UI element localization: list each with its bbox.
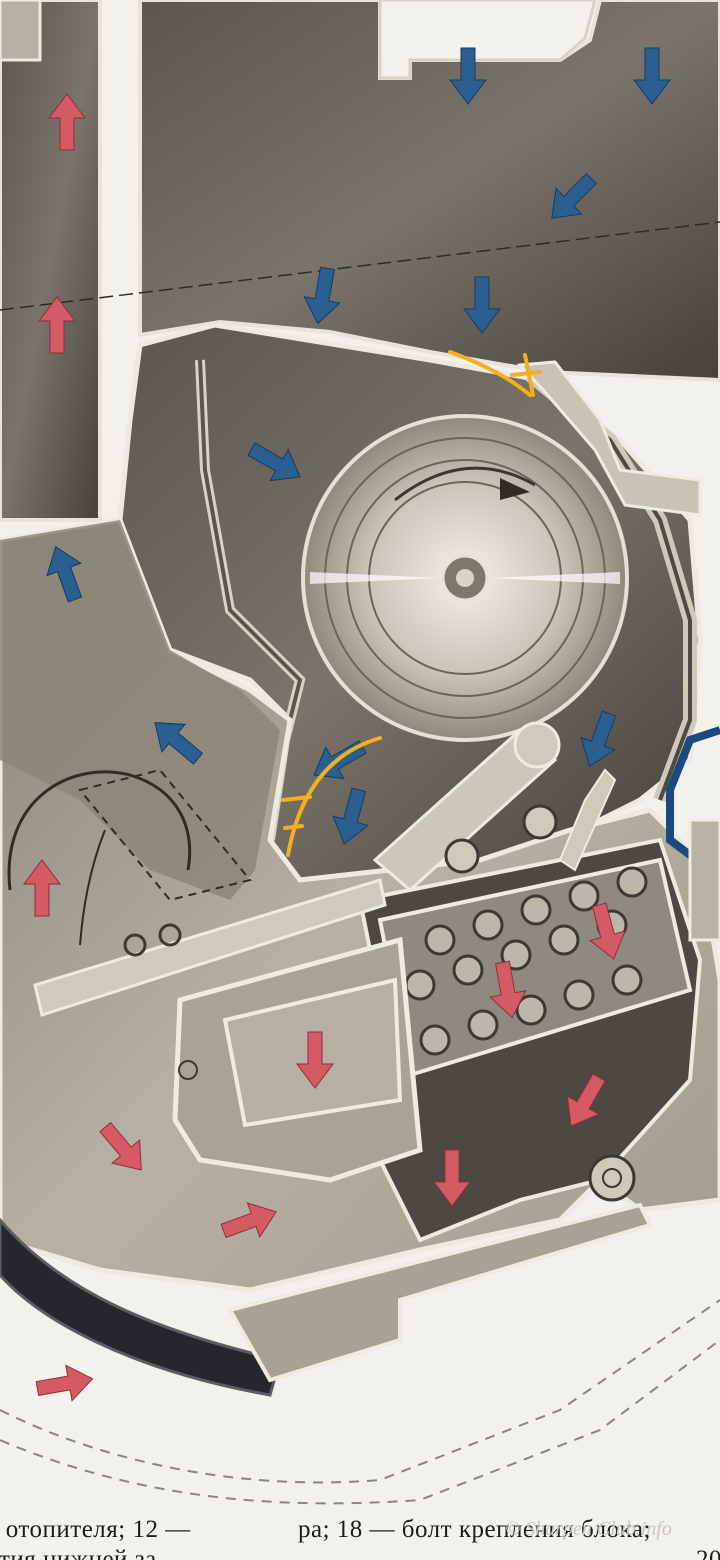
left-duct-bracket [0, 0, 42, 62]
heater-unit-cutaway-diagram [0, 0, 720, 1505]
fan-impeller [301, 414, 629, 742]
control-rod [33, 878, 387, 1017]
phantom-outline [0, 1299, 720, 1484]
caption-right-line-1: ра; 18 — болт крепления блока; [298, 1516, 651, 1543]
fan-rotation-arrow-icon [500, 478, 530, 500]
caption-left-line-1: о отопителя; 12 — [0, 1516, 191, 1543]
intake-opening [378, 0, 597, 80]
watermark: © Sharpen Club.info [505, 1518, 672, 1540]
damper-lever [372, 721, 617, 892]
left-air-duct [0, 0, 102, 522]
heater-core-radiator [377, 857, 693, 1078]
caption-right-line-2: 20 [696, 1546, 720, 1560]
lower-left-body [0, 520, 280, 900]
lever-swing-arc [7, 770, 192, 891]
lower-mounting-bracket [226, 1202, 653, 1383]
caption-left-line-2: утия нижней за- [0, 1546, 166, 1560]
upper-damper-flap [516, 360, 702, 517]
lever-swing-outline [78, 768, 252, 902]
figure-caption: о отопителя; 12 — ра; 18 — болт креплени… [0, 1510, 720, 1560]
annotation-marks [281, 350, 542, 857]
section-line [0, 221, 720, 311]
